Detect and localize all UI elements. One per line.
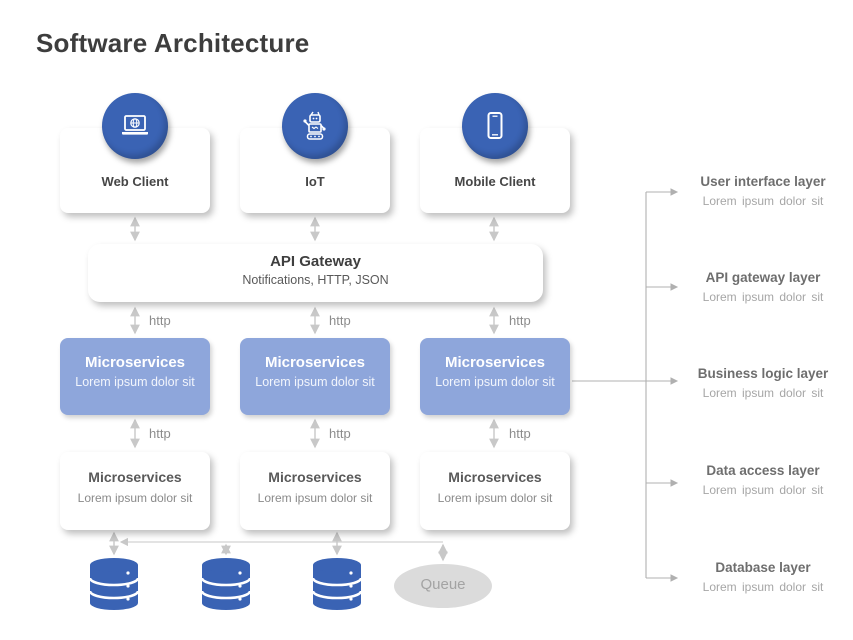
microservices-arrows	[130, 418, 499, 449]
microservices-subtitle: Lorem ipsum dolor sit	[435, 375, 555, 389]
layer-title: API gateway layer	[705, 270, 821, 285]
client-label: IoT	[305, 174, 325, 189]
http-label: http	[329, 426, 351, 441]
queue-label: Queue	[420, 576, 466, 593]
layer-subtitle: Lorem ipsum dolor sit	[702, 483, 824, 497]
http-label: http	[509, 313, 531, 328]
client-label: Mobile Client	[454, 174, 536, 189]
microservices-box-blue: Microservices Lorem ipsum dolor sit	[60, 338, 210, 415]
microservices-box-white: Microservices Lorem ipsum dolor sit	[60, 452, 210, 530]
web-client-badge	[102, 93, 168, 159]
database-icon	[200, 558, 252, 610]
layer-title: Business logic layer	[697, 366, 829, 381]
layer-subtitle: Lorem ipsum dolor sit	[702, 386, 824, 400]
api-gateway-subtitle: Notifications, HTTP, JSON	[242, 273, 389, 287]
layer-subtitle: Lorem ipsum dolor sit	[702, 580, 824, 594]
database-icon	[88, 558, 140, 610]
microservices-subtitle: Lorem ipsum dolor sit	[255, 375, 375, 389]
database-icon	[311, 558, 363, 610]
microservices-subtitle: Lorem ipsum dolor sit	[437, 491, 553, 505]
layer-api-gateway: API gateway layer Lorem ipsum dolor sit	[688, 268, 838, 306]
http-label: http	[509, 426, 531, 441]
queue-shape	[394, 564, 492, 608]
microservices-title: Microservices	[448, 469, 542, 485]
microservices-box-white: Microservices Lorem ipsum dolor sit	[240, 452, 390, 530]
robot-icon	[303, 111, 326, 140]
client-box-iot: IoT	[240, 128, 390, 213]
microservices-box-blue: Microservices Lorem ipsum dolor sit	[420, 338, 570, 415]
microservices-box-blue: Microservices Lorem ipsum dolor sit	[240, 338, 390, 415]
layer-title: User interface layer	[700, 174, 826, 189]
client-gateway-arrows	[130, 216, 499, 242]
http-label: http	[149, 426, 171, 441]
layer-subtitle: Lorem ipsum dolor sit	[702, 194, 824, 208]
client-label: Web Client	[101, 174, 169, 189]
laptop-globe-icon	[122, 115, 148, 135]
iot-badge	[282, 93, 348, 159]
page-title: Software Architecture	[36, 28, 310, 58]
http-label: http	[329, 313, 351, 328]
api-gateway-box: API Gateway Notifications, HTTP, JSON	[88, 244, 543, 302]
mobile-client-badge	[462, 93, 528, 159]
http-label: http	[149, 313, 171, 328]
layer-title: Database layer	[715, 560, 811, 575]
api-gateway-title: API Gateway	[270, 253, 361, 270]
storage-arrows	[109, 531, 448, 562]
smartphone-icon	[487, 112, 503, 139]
microservices-title: Microservices	[268, 469, 362, 485]
microservices-title: Microservices	[264, 354, 366, 371]
layer-subtitle: Lorem ipsum dolor sit	[702, 290, 824, 304]
microservices-title: Microservices	[444, 354, 546, 371]
layer-data-access: Data access layer Lorem ipsum dolor sit	[688, 461, 838, 499]
layer-callout-lines	[572, 188, 679, 582]
database-icons	[88, 558, 363, 610]
layer-title: Data access layer	[706, 463, 820, 478]
layer-business-logic: Business logic layer Lorem ipsum dolor s…	[688, 364, 838, 402]
microservices-subtitle: Lorem ipsum dolor sit	[75, 375, 195, 389]
microservices-title: Microservices	[88, 469, 182, 485]
microservices-subtitle: Lorem ipsum dolor sit	[77, 491, 193, 505]
layer-database: Database layer Lorem ipsum dolor sit	[688, 558, 838, 596]
microservices-box-white: Microservices Lorem ipsum dolor sit	[420, 452, 570, 530]
gateway-microservices-arrows	[130, 306, 499, 335]
microservices-subtitle: Lorem ipsum dolor sit	[257, 491, 373, 505]
layer-user-interface: User interface layer Lorem ipsum dolor s…	[688, 172, 838, 210]
microservices-title: Microservices	[84, 354, 186, 371]
